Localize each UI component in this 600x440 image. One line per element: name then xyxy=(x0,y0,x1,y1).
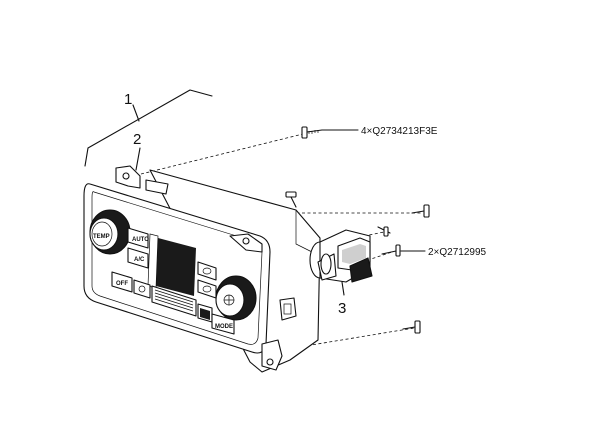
fan-knob[interactable] xyxy=(215,275,257,321)
screw-b-label: 2×Q2712995 xyxy=(428,247,487,258)
off-button-label: OFF xyxy=(116,281,128,287)
blower-connector-assembly xyxy=(309,229,373,283)
auto-button-label: AUTO xyxy=(132,237,149,243)
screw-a-label: 4×Q2734213F3E xyxy=(361,126,438,137)
ac-button[interactable] xyxy=(127,247,149,269)
screw-mid-right xyxy=(411,204,430,218)
air-vent-grille xyxy=(151,285,197,317)
screw-bottom xyxy=(402,320,421,334)
side-clip xyxy=(279,297,297,321)
screw-connector-top xyxy=(377,226,391,237)
temp-knob-label: TEMP xyxy=(93,234,110,240)
bottom-mounting-bracket xyxy=(261,339,283,371)
auto-button[interactable] xyxy=(127,227,149,249)
callout-1-leader xyxy=(84,89,213,167)
screw-mid-left xyxy=(285,191,297,208)
rear-defrost-button[interactable] xyxy=(133,279,151,299)
temperature-knob[interactable] xyxy=(89,209,131,255)
recirculation-button[interactable] xyxy=(197,261,217,281)
display-screen xyxy=(147,233,196,296)
callout-1-label: 1 xyxy=(124,91,132,108)
screw-top xyxy=(301,126,323,139)
top-mounting-bracket xyxy=(115,165,169,195)
screw-connector-bottom xyxy=(381,244,401,257)
mode-button[interactable] xyxy=(211,313,235,335)
callout-3-leader xyxy=(341,281,345,296)
mode-button-label: MODE xyxy=(215,324,233,330)
off-button[interactable] xyxy=(111,271,133,293)
callout-2-label: 2 xyxy=(133,131,141,148)
callout-3-label: 3 xyxy=(338,300,346,317)
fresh-air-button[interactable] xyxy=(197,279,217,299)
callout-2-leader xyxy=(135,147,141,171)
ac-button-label: A/C xyxy=(134,257,145,263)
top-right-bracket xyxy=(229,233,263,253)
